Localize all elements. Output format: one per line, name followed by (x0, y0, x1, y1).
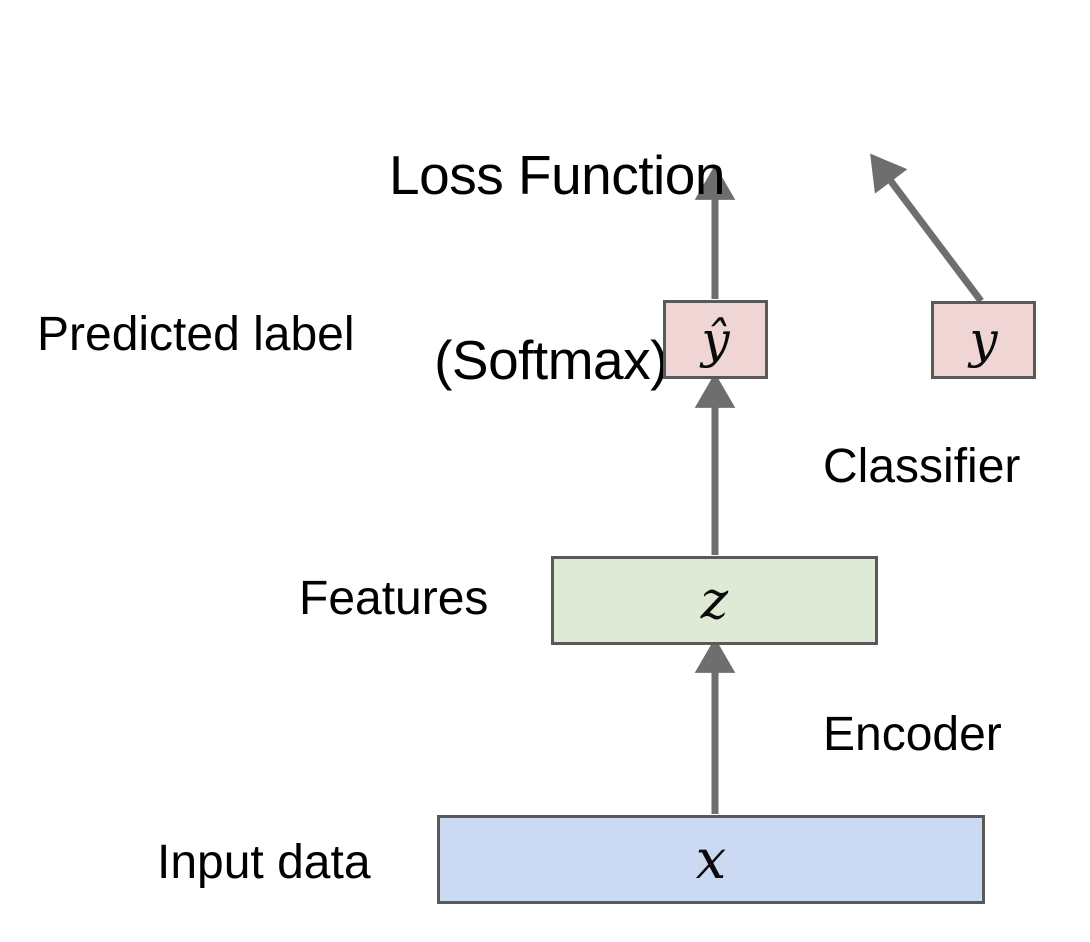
node-true-label-y: y (931, 301, 1036, 379)
node-predicted-label-yhat: ŷ (663, 300, 768, 379)
symbol-x: x (695, 827, 727, 891)
node-input-data-x: x (437, 815, 985, 904)
label-classifier: Classifier (823, 440, 1021, 493)
label-features: Features (299, 572, 489, 625)
symbol-z: z (700, 570, 729, 631)
label-encoder: Encoder (823, 708, 1002, 761)
title-line-1: Loss Function (389, 144, 725, 207)
label-predicted-label: Predicted label (37, 308, 355, 361)
title-line-2: (Softmax) (434, 328, 668, 391)
page-title: Loss Function (Softmax) (0, 22, 1090, 515)
symbol-y: y (969, 311, 998, 369)
node-features-z: z (551, 556, 878, 645)
label-input-data: Input data (157, 836, 371, 889)
symbol-yhat: ŷ (701, 310, 730, 369)
